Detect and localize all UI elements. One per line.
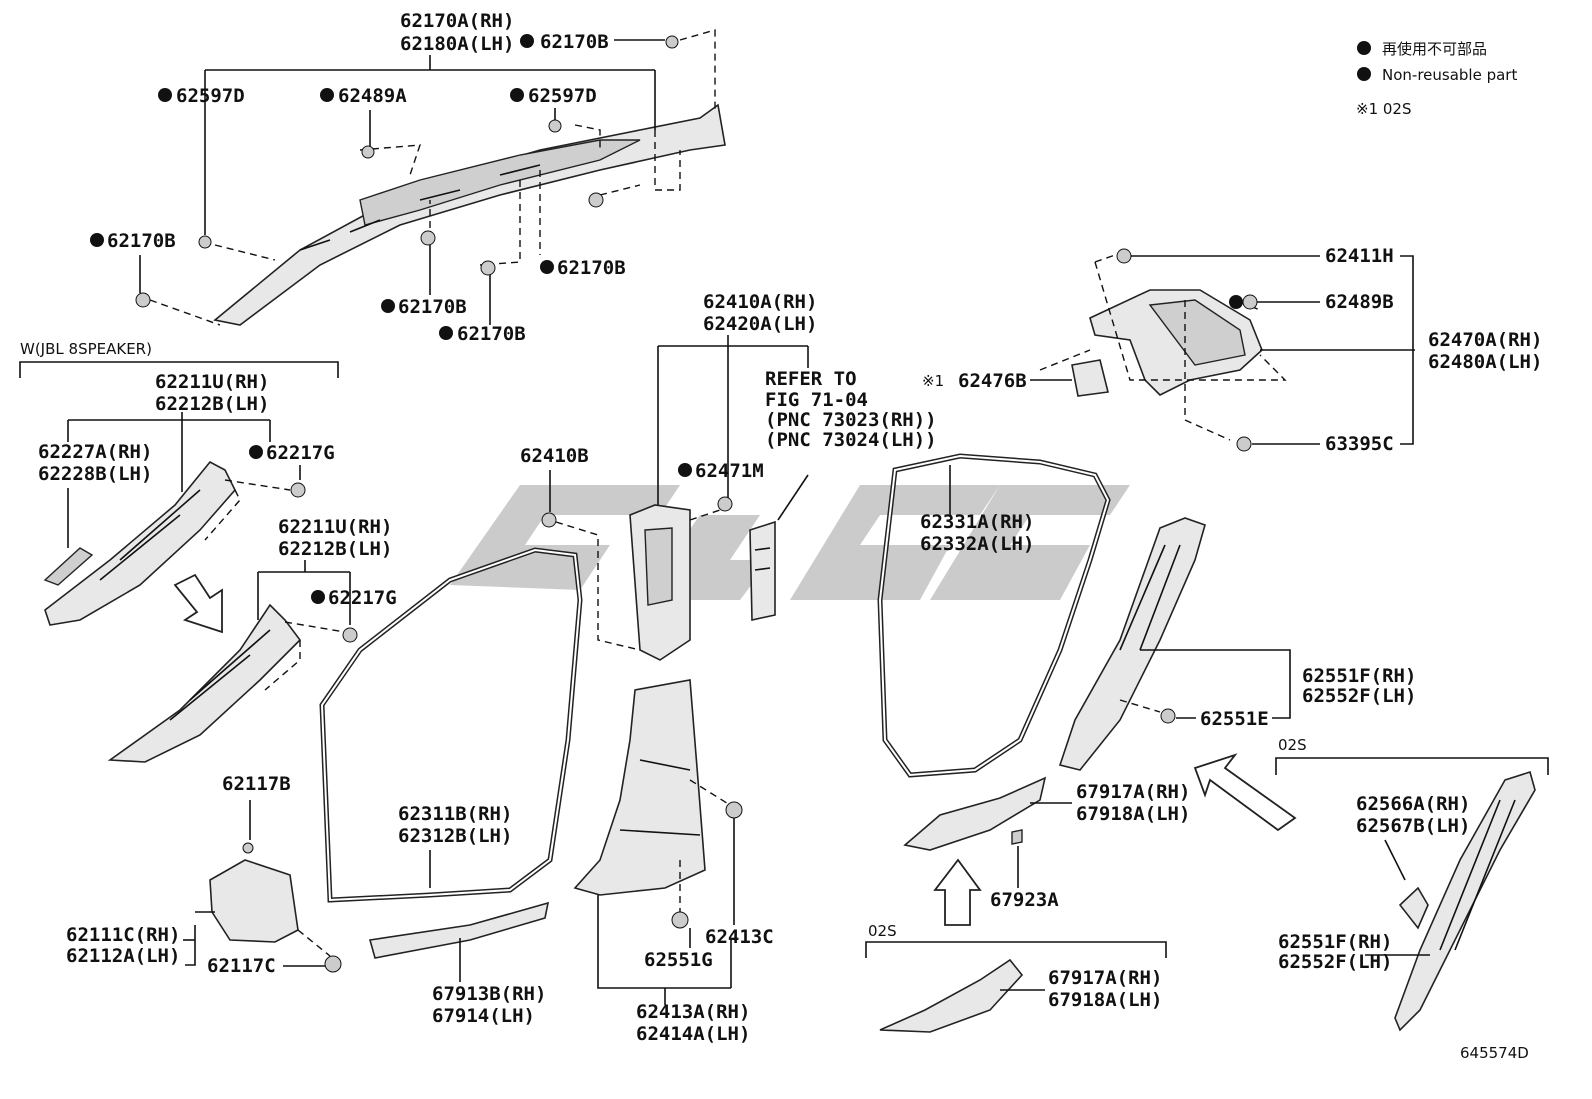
label-67913B: 67913B(RH) bbox=[432, 983, 546, 1005]
label-62489A: 62489A bbox=[338, 85, 407, 107]
label-62597D-left: 62597D bbox=[176, 85, 245, 107]
label-62413A: 62413A(RH) bbox=[636, 1001, 750, 1023]
label-62420A: 62420A(LH) bbox=[703, 313, 817, 335]
label-62211U-b: 62211U(RH) bbox=[278, 516, 392, 538]
label-62552F-a: 62552F(LH) bbox=[1302, 685, 1416, 707]
legend: 再使用不可部品 Non-reusable part ※1 02S bbox=[1356, 40, 1517, 118]
label-67918A-b: 67918A(LH) bbox=[1048, 989, 1162, 1011]
refer-line-3: (PNC 73023(RH)) bbox=[765, 409, 937, 431]
label-62170B-center: 62170B bbox=[557, 257, 626, 279]
roof-side-garnish-assembly bbox=[213, 103, 726, 326]
label-62414A: 62414A(LH) bbox=[636, 1023, 750, 1045]
label-62212B-b: 62212B(LH) bbox=[278, 538, 392, 560]
label-62117C: 62117C bbox=[207, 955, 276, 977]
label-62413C: 62413C bbox=[705, 926, 774, 948]
label-62170B-top: 62170B bbox=[540, 31, 609, 53]
label-62112A: 62112A(LH) bbox=[66, 945, 180, 967]
front-door-scuff-plate bbox=[368, 901, 550, 959]
label-62227A: 62227A(RH) bbox=[38, 441, 152, 463]
label-62332A: 62332A(LH) bbox=[920, 533, 1034, 555]
rear-door-scuff-plate-02s bbox=[879, 958, 1024, 1033]
legend-en: Non-reusable part bbox=[1382, 66, 1517, 84]
label-62566A: 62566A(RH) bbox=[1356, 793, 1470, 815]
clip-67923A bbox=[1011, 829, 1023, 845]
legend-jp: 再使用不可部品 bbox=[1382, 40, 1487, 58]
label-62312B: 62312B(LH) bbox=[398, 825, 512, 847]
label-62551G: 62551G bbox=[644, 949, 713, 971]
label-62111C: 62111C(RH) bbox=[66, 924, 180, 946]
label-62212B-a: 62212B(LH) bbox=[155, 393, 269, 415]
group-02s-a: 02S bbox=[1278, 736, 1307, 754]
center-pillar-garnish-upper bbox=[629, 504, 691, 661]
label-62170B-left: 62170B bbox=[107, 230, 176, 252]
label-62551F-a: 62551F(RH) bbox=[1302, 665, 1416, 687]
label-62551E: 62551E bbox=[1200, 708, 1269, 730]
refer-line-4: (PNC 73024(LH)) bbox=[765, 429, 937, 451]
rear-door-scuff-plate bbox=[903, 776, 1047, 851]
label-62211U-a: 62211U(RH) bbox=[155, 371, 269, 393]
label-62170B-bottom1: 62170B bbox=[398, 296, 467, 318]
label-62476B: 62476B bbox=[958, 370, 1027, 392]
roof-side-inner-garnish bbox=[1089, 289, 1263, 396]
label-62217G-b: 62217G bbox=[328, 587, 397, 609]
group-02s-b: 02S bbox=[868, 922, 897, 940]
label-67914: 67914(LH) bbox=[432, 1005, 535, 1027]
direction-arrow-rear bbox=[1193, 753, 1297, 832]
label-62470A: 62470A(RH) bbox=[1428, 329, 1542, 351]
label-62567B: 62567B(LH) bbox=[1356, 815, 1470, 837]
label-62117B: 62117B bbox=[222, 773, 291, 795]
label-62410B: 62410B bbox=[520, 445, 589, 467]
direction-arrow-up bbox=[933, 858, 982, 926]
speaker-cover bbox=[43, 547, 94, 586]
speaker-grille-rear bbox=[1398, 886, 1429, 930]
label-62170B-bottom2: 62170B bbox=[457, 323, 526, 345]
refer-line-1: REFER TO bbox=[765, 368, 857, 390]
label-62552F-b: 62552F(LH) bbox=[1278, 951, 1392, 973]
quarter-pillar-garnish-02s bbox=[1394, 770, 1536, 1032]
label-62170A: 62170A(RH) bbox=[400, 10, 514, 32]
label-62471M: 62471M bbox=[695, 460, 764, 482]
label-62411H: 62411H bbox=[1325, 245, 1394, 267]
diagram-id: 645574D bbox=[1460, 1044, 1529, 1062]
label-67917A-a: 67917A(RH) bbox=[1076, 781, 1190, 803]
pad-62476B bbox=[1071, 359, 1109, 397]
direction-arrow-left bbox=[173, 573, 223, 634]
label-62331A: 62331A(RH) bbox=[920, 511, 1034, 533]
label-63395C: 63395C bbox=[1325, 433, 1394, 455]
label-62228B: 62228B(LH) bbox=[38, 463, 152, 485]
refer-line-2: FIG 71-04 bbox=[765, 389, 868, 411]
clip-icon bbox=[135, 35, 679, 308]
center-pillar-garnish-lower bbox=[573, 679, 706, 896]
cowl-side-trim bbox=[209, 859, 299, 943]
label-62551F-b: 62551F(RH) bbox=[1278, 931, 1392, 953]
label-62480A: 62480A(LH) bbox=[1428, 351, 1542, 373]
label-62217G-a: 62217G bbox=[266, 442, 335, 464]
quarter-pillar-garnish bbox=[1058, 517, 1206, 771]
front-pillar-garnish-lower bbox=[107, 603, 302, 763]
watermark-logo bbox=[450, 485, 1130, 600]
seatbelt-anchor-cover bbox=[749, 520, 776, 621]
label-62489B: 62489B bbox=[1325, 291, 1394, 313]
label-62410A: 62410A(RH) bbox=[703, 291, 817, 313]
label-62311B: 62311B(RH) bbox=[398, 803, 512, 825]
legend-note: ※1 02S bbox=[1356, 100, 1412, 118]
group-jbl: W(JBL 8SPEAKER) bbox=[20, 340, 152, 358]
label-62476B-mark: ※1 bbox=[922, 372, 944, 390]
label-67923A: 67923A bbox=[990, 889, 1059, 911]
label-67917A-b: 67917A(RH) bbox=[1048, 967, 1162, 989]
label-62180A: 62180A(LH) bbox=[400, 33, 514, 55]
label-67918A-a: 67918A(LH) bbox=[1076, 803, 1190, 825]
label-62597D-right: 62597D bbox=[528, 85, 597, 107]
